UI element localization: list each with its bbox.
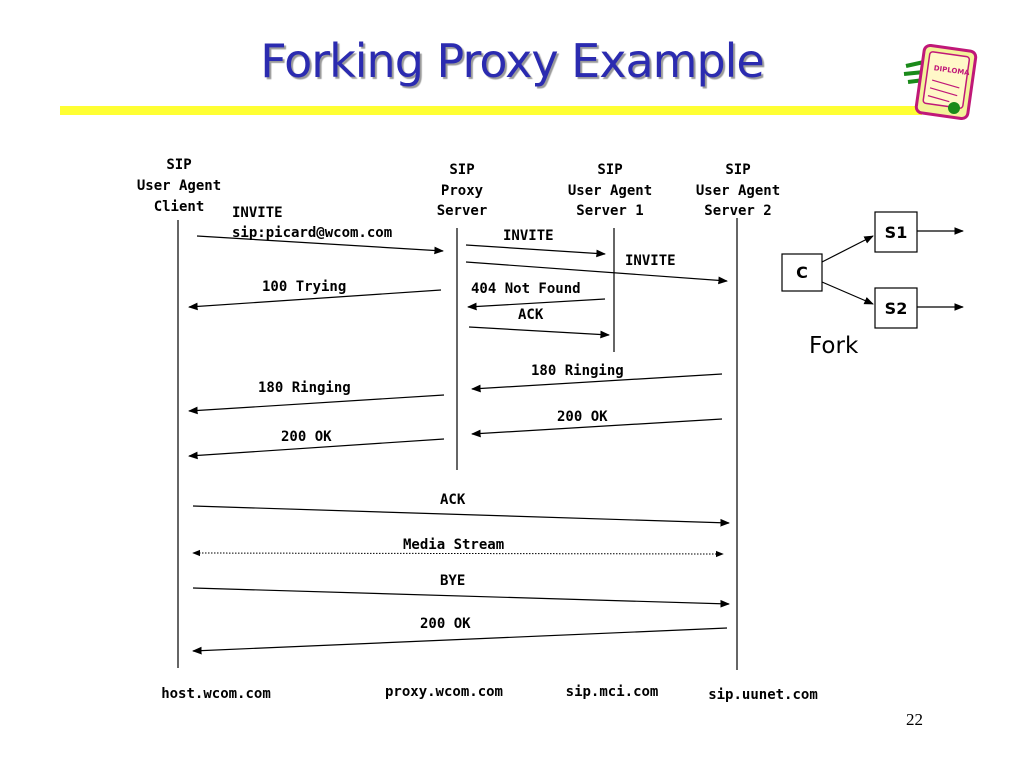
msg-100-trying-label: 100 Trying <box>262 279 346 295</box>
media-stream-arrow <box>192 549 724 558</box>
uas1-label-line2: User Agent <box>568 183 652 199</box>
msg-invite-uas1-label: INVITE <box>503 228 554 244</box>
server2-box <box>874 287 918 329</box>
msg-200-ok-proxy-arrow <box>188 438 445 460</box>
proxy-label-line2: Proxy <box>441 183 484 199</box>
page-number: 22 <box>906 710 923 729</box>
msg-invite-uac-to-proxy-arrow <box>196 235 444 255</box>
msg-ack-end-to-end-label: ACK <box>440 492 466 508</box>
msg-200-ok-uas2-label: 200 OK <box>557 409 608 425</box>
uac-label-line3: Client <box>154 199 205 215</box>
participant-uac-header: SIP User Agent Client <box>137 157 221 215</box>
msg-200-ok-proxy-label: 200 OK <box>281 429 332 445</box>
msg-invite-label: INVITE <box>232 205 283 221</box>
msg-404-not-found-label: 404 Not Found <box>471 281 581 297</box>
server1-box-label: S1 <box>885 223 908 242</box>
msg-invite-proxy-to-uas1-arrow <box>465 244 606 258</box>
fork-illustration: C S1 S2 Fork <box>781 211 964 359</box>
proxy-label-line3: Server <box>437 203 488 219</box>
client-box <box>781 253 823 292</box>
msg-200-ok-bye-arrow <box>192 627 728 655</box>
msg-bye-label: BYE <box>440 573 465 589</box>
server1-box <box>874 211 918 253</box>
uac-host-label: host.wcom.com <box>161 686 271 702</box>
proxy-label-line1: SIP <box>449 162 474 178</box>
uas2-label-line2: User Agent <box>696 183 780 199</box>
msg-180-ringing-uas2-arrow <box>471 373 723 393</box>
uas1-label-line1: SIP <box>597 162 622 178</box>
msg-404-not-found-arrow <box>467 298 606 311</box>
msg-100-trying-arrow <box>188 289 442 311</box>
uas2-label-line1: SIP <box>725 162 750 178</box>
uas1-label-line3: Server 1 <box>576 203 643 219</box>
uas2-label-line3: Server 2 <box>704 203 771 219</box>
msg-200-ok-uas2-arrow <box>471 418 723 438</box>
msg-180-ringing-proxy-label: 180 Ringing <box>258 380 351 396</box>
media-stream-label: Media Stream <box>403 537 504 553</box>
msg-invite-proxy-to-uas2-arrow <box>465 261 728 285</box>
uac-label-line2: User Agent <box>137 178 221 194</box>
msg-invite-uri-label: sip:picard@wcom.com <box>232 225 392 241</box>
proxy-host-label: proxy.wcom.com <box>385 684 503 700</box>
msg-ack-end-to-end-arrow <box>192 505 730 527</box>
msg-bye-arrow <box>192 587 730 608</box>
participant-uas1-header: SIP User Agent Server 1 <box>568 162 652 219</box>
diploma-icon: DIPLOMA <box>903 44 978 121</box>
fork-branch-s1-arrow <box>821 235 874 263</box>
slide-title: Forking Proxy Example <box>260 34 764 88</box>
msg-180-ringing-proxy-arrow <box>188 394 445 415</box>
client-box-label: C <box>796 263 808 282</box>
uac-label-line1: SIP <box>166 157 191 173</box>
participant-proxy-header: SIP Proxy Server <box>437 162 488 219</box>
msg-180-ringing-uas2-label: 180 Ringing <box>531 363 624 379</box>
server2-box-label: S2 <box>885 299 908 318</box>
msg-ack-uas1-label: ACK <box>518 307 544 323</box>
participant-uas2-header: SIP User Agent Server 2 <box>696 162 780 219</box>
msg-ack-proxy-to-uas1-arrow <box>468 326 610 339</box>
msg-invite-uas2-label: INVITE <box>625 253 676 269</box>
uas2-host-label: sip.uunet.com <box>708 687 818 703</box>
fork-caption: Fork <box>809 333 859 359</box>
fork-branch-s2-arrow <box>821 281 874 305</box>
title-underline <box>60 106 922 115</box>
msg-200-ok-bye-label: 200 OK <box>420 616 471 632</box>
uas1-host-label: sip.mci.com <box>566 684 659 700</box>
